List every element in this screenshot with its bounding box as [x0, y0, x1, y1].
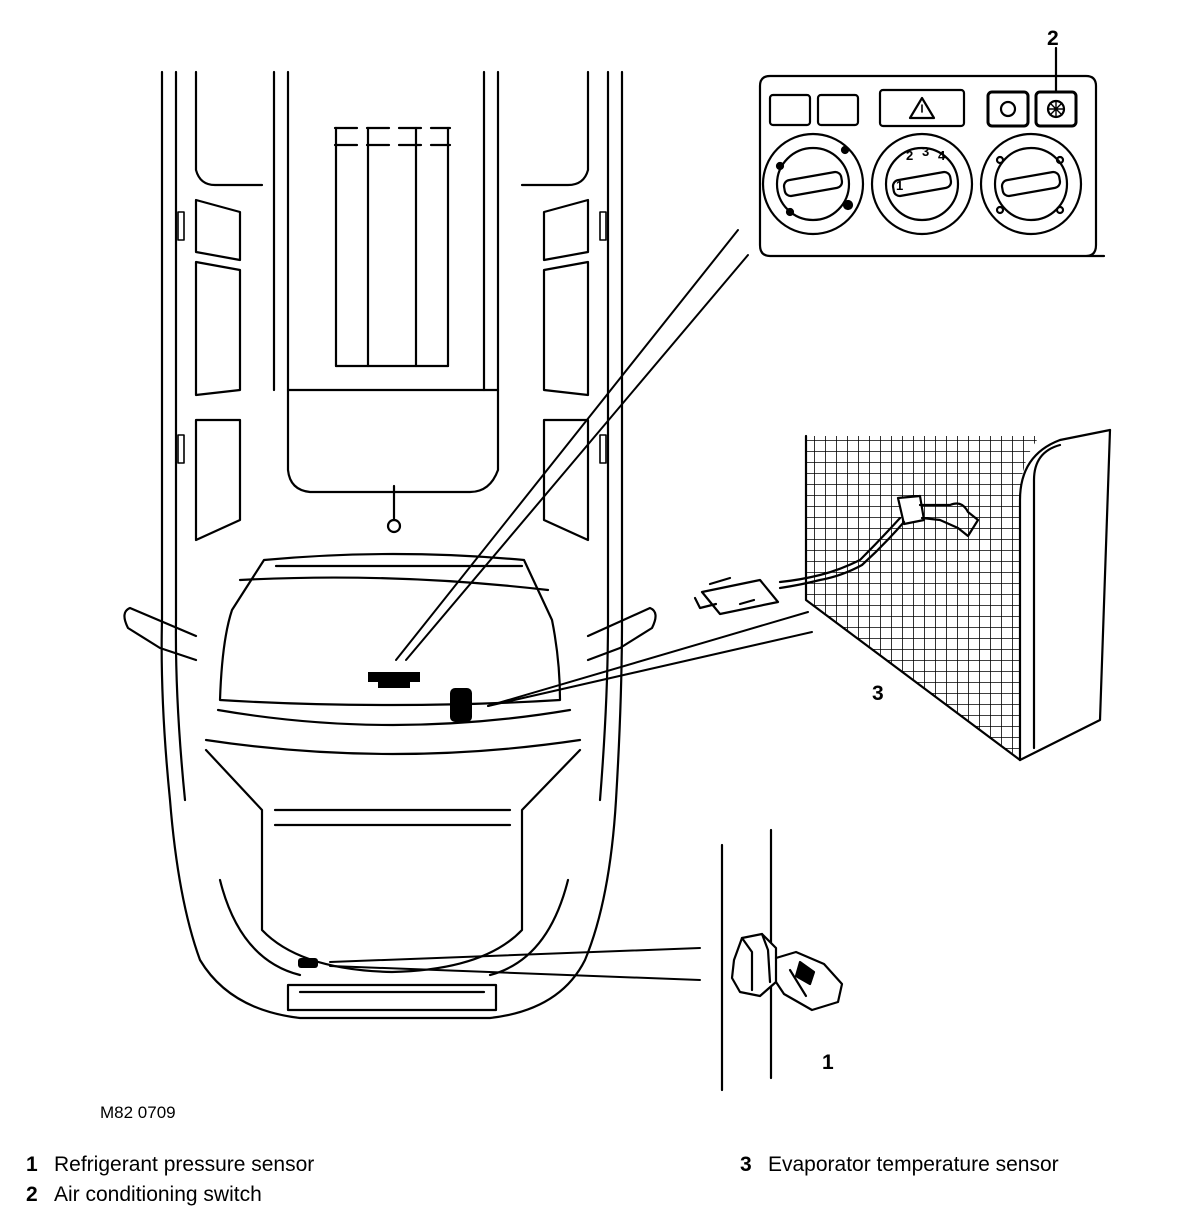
ac-switch-marker: [368, 672, 420, 682]
evaporator-detail: [693, 428, 1112, 762]
callout-3: 3: [872, 682, 884, 705]
snowflake-icon: [1046, 99, 1066, 119]
legend-number: 2: [26, 1183, 38, 1206]
fan-speed-number: 2: [906, 148, 913, 163]
evaporator-sensor-marker: [450, 688, 472, 722]
legend-text: Air conditioning switch: [54, 1183, 262, 1206]
figure-reference-code: M82 0709: [100, 1103, 176, 1122]
legend-text: Evaporator temperature sensor: [768, 1153, 1059, 1176]
callout-2: 2: [1047, 27, 1059, 50]
heater-control-panel: [758, 46, 1106, 258]
callout-1: 1: [822, 1051, 834, 1074]
vehicle-top-view: [123, 70, 657, 1020]
warning-triangle-icon: [908, 96, 936, 120]
fan-speed-number: 3: [922, 144, 929, 159]
leader-lines: [329, 229, 813, 981]
recirculation-icon: [999, 100, 1017, 118]
legend-item-3: 3 Evaporator temperature sensor: [740, 1153, 1059, 1177]
fan-speed-number: 1: [896, 178, 903, 193]
legend-number: 1: [26, 1153, 38, 1176]
legend-item-2: 2 Air conditioning switch: [26, 1183, 262, 1207]
legend-number: 3: [740, 1153, 752, 1176]
legend-text: Refrigerant pressure sensor: [54, 1153, 315, 1176]
legend-item-1: 1 Refrigerant pressure sensor: [26, 1153, 314, 1177]
pressure-sensor-marker: [298, 958, 318, 968]
fan-speed-number: 4: [938, 148, 946, 163]
pressure-sensor-detail: [720, 828, 844, 1092]
